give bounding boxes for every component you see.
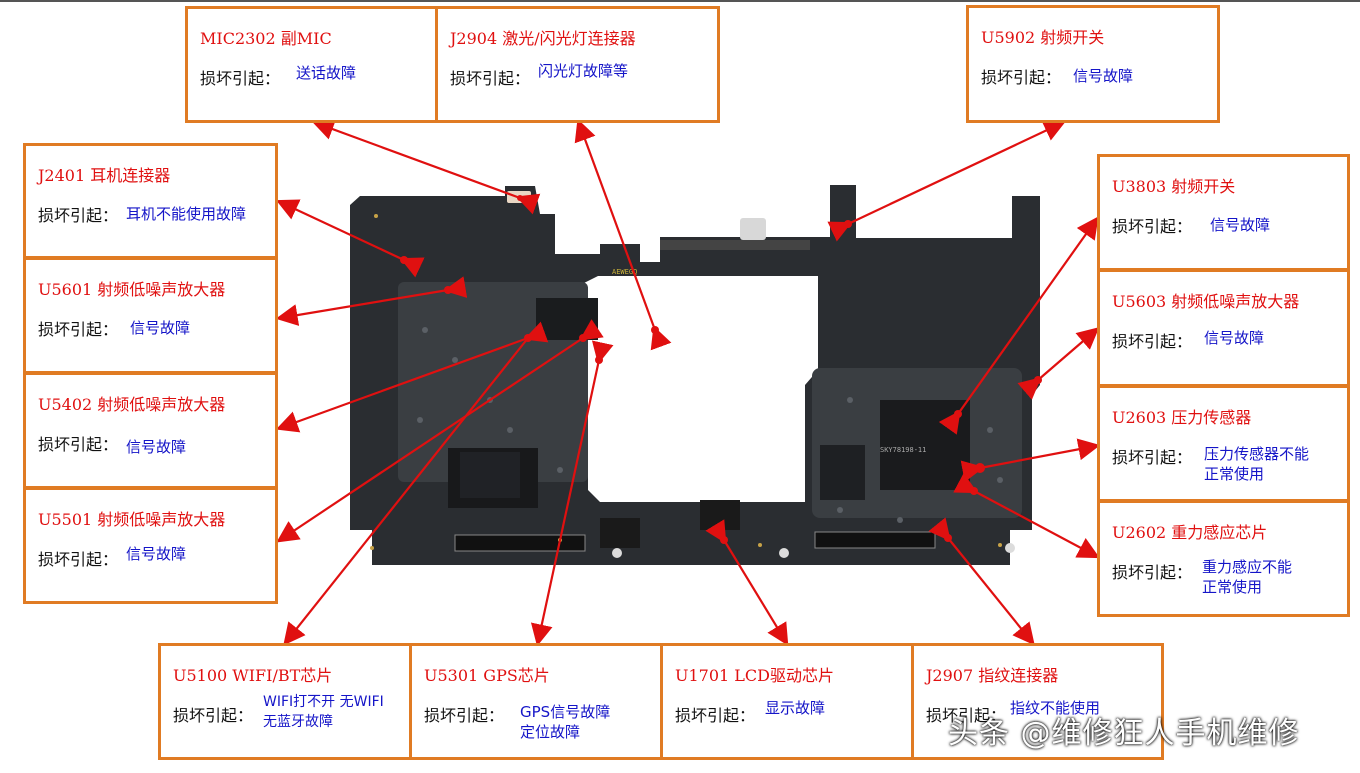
callout-title: J2401 耳机连接器	[38, 166, 171, 185]
callout-value: 信号故障	[126, 545, 187, 563]
arrow-u5603	[1017, 327, 1100, 400]
callout-u2602: U2602 重力感应芯片 损坏引起： 重力感应不能 正常使用	[1097, 500, 1350, 617]
arrow-u5902	[827, 120, 1066, 242]
callout-value: 信号故障	[1210, 216, 1271, 234]
callout-u5501: U5501 射频低噪声放大器 损坏引起： 信号故障	[23, 487, 278, 604]
callout-title: U5501 射频低噪声放大器	[38, 510, 226, 529]
callout-value: 显示故障	[765, 699, 826, 717]
callout-value: 信号故障	[1073, 67, 1134, 85]
callout-label: 损坏引起：	[675, 706, 756, 725]
callout-title: J2904 激光/闪光灯连接器	[450, 29, 636, 48]
arrow-j2904	[574, 118, 672, 351]
callout-u2603: U2603 压力传感器 损坏引起： 压力传感器不能 正常使用	[1097, 385, 1350, 502]
callout-title: J2907 指纹连接器	[926, 666, 1059, 685]
callout-value: 信号故障	[1204, 329, 1265, 347]
callout-u5402: U5402 射频低噪声放大器 损坏引起： 信号故障	[23, 372, 278, 489]
arrow-u5100	[283, 337, 529, 646]
arrow-mic2302	[311, 118, 541, 215]
callout-label: 损坏引起：	[1112, 448, 1193, 467]
callout-value: 送话故障	[296, 64, 357, 82]
arrow-u5301	[530, 340, 614, 647]
callout-value: WIFI打不开 无WIFI 无蓝牙故障	[263, 694, 384, 730]
callout-value: 压力传感器不能 正常使用	[1204, 445, 1310, 483]
callout-title: MIC2302 副MIC	[200, 29, 332, 48]
callout-label: 损坏引起：	[38, 206, 119, 225]
callout-value: 耳机不能使用故障	[126, 205, 247, 223]
callout-label: 损坏引起：	[200, 69, 281, 88]
callout-u3803: U3803 射频开关 损坏引起： 信号故障	[1097, 154, 1350, 271]
callout-value: 闪光灯故障等	[538, 62, 629, 80]
callout-label: 损坏引起：	[38, 550, 119, 569]
arrow-u3803	[938, 216, 1099, 435]
callout-value: 信号故障	[126, 438, 187, 456]
callout-label: 损坏引起：	[424, 706, 505, 725]
callout-j2907: J2907 指纹连接器 损坏引起： 指纹不能使用	[911, 643, 1164, 760]
callout-j2401: J2401 耳机连接器 损坏引起： 耳机不能使用故障	[23, 143, 278, 259]
callout-title: U1701 LCD驱动芯片	[675, 666, 834, 685]
callout-j2904: J2904 激光/闪光灯连接器 损坏引起： 闪光灯故障等	[435, 6, 720, 123]
arrow-u2602	[953, 473, 1100, 559]
watermark: 头条 @维修狂人手机维修	[948, 716, 1300, 751]
callout-title: U2603 压力传感器	[1112, 408, 1252, 427]
callout-label: 损坏引起：	[38, 435, 119, 454]
callout-title: U5402 射频低噪声放大器	[38, 395, 226, 414]
callout-label: 损坏引起：	[926, 706, 1007, 725]
callout-u5902: U5902 射频开关 损坏引起： 信号故障	[966, 5, 1220, 123]
callout-arrows	[275, 118, 1101, 647]
callout-title: U5301 GPS芯片	[424, 666, 550, 685]
callout-u5601: U5601 射频低噪声放大器 损坏引起： 信号故障	[23, 257, 278, 374]
callout-label: 损坏引起：	[450, 69, 531, 88]
board-text-sky: SKY78198-11	[880, 446, 926, 454]
callout-title: U5100 WIFI/BT芯片	[173, 666, 333, 685]
callout-title: U5603 射频低噪声放大器	[1112, 292, 1300, 311]
callout-label: 损坏引起：	[1112, 217, 1193, 236]
callout-u1701: U1701 LCD驱动芯片 损坏引起： 显示故障	[660, 643, 914, 760]
callout-u5603: U5603 射频低噪声放大器 损坏引起： 信号故障	[1097, 269, 1350, 387]
callout-title: U5601 射频低噪声放大器	[38, 280, 226, 299]
callout-title: U5902 射频开关	[981, 28, 1105, 47]
top-border-line	[0, 0, 1360, 2]
callout-value: 信号故障	[130, 319, 191, 337]
callout-title: U3803 射频开关	[1112, 177, 1236, 196]
callout-value: 重力感应不能 正常使用	[1202, 558, 1293, 596]
callout-label: 损坏引起：	[1112, 332, 1193, 351]
arrow-u1701	[705, 519, 789, 646]
arrow-u5601	[275, 276, 468, 326]
callout-title: U2602 重力感应芯片	[1112, 523, 1268, 542]
arrow-j2401	[276, 199, 425, 278]
callout-u5100: U5100 WIFI/BT芯片 损坏引起： WIFI打不开 无WIFI 无蓝牙故…	[158, 643, 412, 760]
callout-label: 损坏引起：	[38, 320, 119, 339]
callout-label: 损坏引起：	[981, 68, 1062, 87]
callout-mic2302: MIC2302 副MIC 损坏引起： 送话故障	[185, 6, 438, 123]
arrow-u2603	[960, 438, 1101, 483]
callout-label: 损坏引起：	[1112, 563, 1193, 582]
callout-label: 损坏引起：	[173, 706, 254, 725]
callout-value: GPS信号故障 定位故障	[520, 703, 611, 741]
callout-u5301: U5301 GPS芯片 损坏引起： GPS信号故障 定位故障	[409, 643, 663, 760]
callout-value: 指纹不能使用	[1010, 699, 1101, 717]
